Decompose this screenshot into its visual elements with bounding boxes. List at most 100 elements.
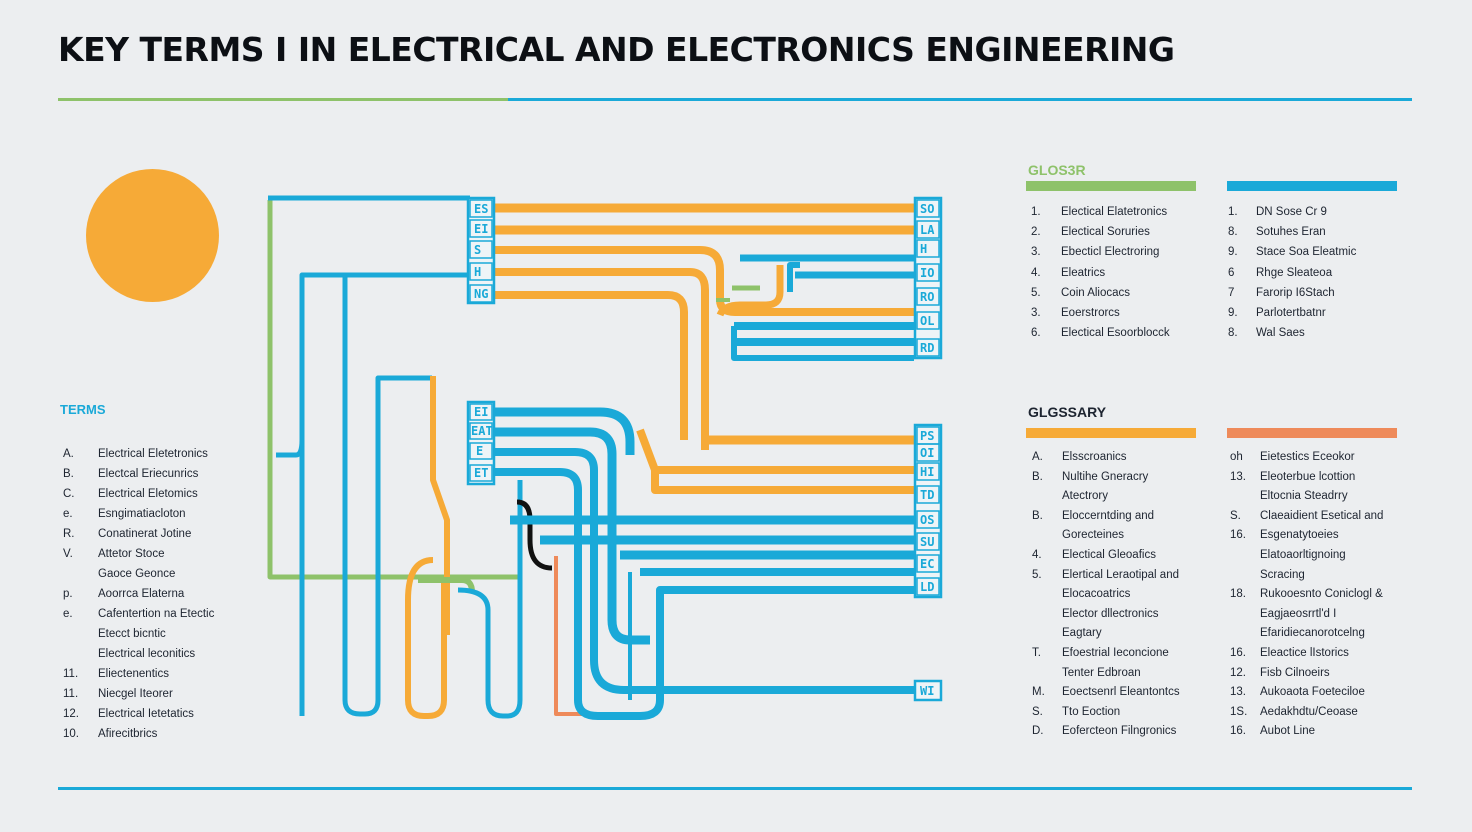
connector-label: IO xyxy=(920,266,934,280)
list-item-number: 3. xyxy=(1031,306,1041,319)
bus-orange-4 xyxy=(494,268,709,450)
list-item-text: Efaridiecanorotcelng xyxy=(1260,627,1365,640)
list-item-number: 5. xyxy=(1032,568,1042,581)
list-item-text: Eagtary xyxy=(1062,627,1102,640)
list-item-text: DN Sose Cr 9 xyxy=(1256,206,1327,218)
list-item-number: 2. xyxy=(1031,226,1041,239)
connector-label: SU xyxy=(920,535,934,549)
bus-blue-r6 xyxy=(731,326,914,361)
list-item-number: S. xyxy=(1032,705,1043,718)
connector-label: TD xyxy=(920,488,934,502)
list-item-text: Aukoaota Foeteciloe xyxy=(1260,686,1365,699)
connector-label: EAT xyxy=(471,424,493,438)
terms-heading: TERMS xyxy=(60,402,106,417)
glossary-top-bar-green xyxy=(1026,181,1196,191)
list-item-text: Farorip I6Stach xyxy=(1256,286,1335,299)
list-item-number: 12. xyxy=(1230,666,1246,679)
list-item-text: Gaoce Geonce xyxy=(98,568,176,580)
list-item-number: 8. xyxy=(1228,327,1238,340)
glossary-bottom-bar-coral xyxy=(1227,428,1397,438)
bus-orange-5 xyxy=(494,291,688,440)
list-item-text: Aedakhdtu/Ceoase xyxy=(1260,705,1358,718)
list-item-text: Elsscroanics xyxy=(1062,451,1127,463)
list-item-text: Electrical Eletomics xyxy=(98,488,198,500)
list-item-text: Eltocnia Steadrry xyxy=(1260,490,1348,503)
connector-label: S xyxy=(474,243,481,257)
list-item-number: A. xyxy=(63,448,74,460)
glossary-top-bar-blue xyxy=(1227,181,1397,191)
list-item-number: 13. xyxy=(1230,686,1246,699)
list-item-text: Ebecticl Electroring xyxy=(1061,246,1160,259)
header-rule-blue xyxy=(508,98,1412,101)
list-item-number: 11. xyxy=(63,668,79,680)
list-item-text: Gorecteines xyxy=(1062,529,1125,542)
list-item-text: Eofercteon Filngronics xyxy=(1062,725,1177,738)
list-item-number: 16. xyxy=(1230,646,1246,659)
list-item-text: Scracing xyxy=(1260,568,1305,581)
list-item-text: Esngimatiacloton xyxy=(98,508,186,520)
bus-blue-r3 xyxy=(787,262,800,292)
list-item-number: V. xyxy=(63,548,73,560)
connector-label: E xyxy=(476,444,483,458)
wire-blue-loop-c xyxy=(457,480,523,719)
connector-label: WI xyxy=(920,684,934,698)
connector-label: OS xyxy=(920,513,934,527)
list-item-text: Aoorrca Elaterna xyxy=(98,588,185,600)
list-item-number: S. xyxy=(1230,509,1241,522)
list-item-text: Rhge Sleateoa xyxy=(1256,266,1333,279)
connector-label: HI xyxy=(920,465,934,479)
bus-blue-m4 xyxy=(494,468,914,720)
sun-circle-icon xyxy=(86,169,219,302)
list-item-text: Niecgel Iteorer xyxy=(98,688,173,700)
connector-label: ES xyxy=(474,202,488,216)
connector-label: EI xyxy=(474,405,488,419)
list-item-text: Eietestics Eceokor xyxy=(1260,451,1355,463)
list-item-number: 6 xyxy=(1228,266,1235,279)
list-item-text: Parlotertbatnr xyxy=(1256,306,1326,319)
list-item-text: Electrical Ietetatics xyxy=(98,708,194,720)
list-item-number: p. xyxy=(63,588,73,600)
list-item-text: Electical Gleoafics xyxy=(1062,548,1156,561)
connector-label: OL xyxy=(920,314,934,328)
bus-orange-3 xyxy=(494,246,914,316)
list-item-text: Atectrory xyxy=(1062,490,1109,503)
list-item-number: B. xyxy=(1032,509,1043,522)
list-item-number: M. xyxy=(1032,686,1045,699)
list-item-number: 16. xyxy=(1230,529,1246,542)
connector-label: LA xyxy=(920,223,935,237)
list-item-number: 18. xyxy=(1230,588,1246,601)
connector-label: ET xyxy=(474,466,488,480)
list-item-text: Eoectsenrl Eleantontcs xyxy=(1062,686,1180,699)
list-item-number: B. xyxy=(1032,470,1043,483)
connector-label: EI xyxy=(474,222,488,236)
connector-group-bottom-right: WI xyxy=(913,679,943,702)
connector-label: LD xyxy=(920,580,934,594)
list-item-text: Eleoterbue lcottion xyxy=(1260,470,1356,483)
connector-label: H xyxy=(920,242,927,256)
list-item-text: Etecct bicntic xyxy=(98,628,166,640)
page-title: KEY TERMS I IN ELECTRICAL AND ELECTRONIC… xyxy=(58,30,1175,69)
list-item-number: T. xyxy=(1032,646,1041,659)
list-item-text: Elatoaorltignoing xyxy=(1260,548,1346,561)
list-item-text: Attetor Stoce xyxy=(98,548,165,560)
list-item-text: Tenter Edbroan xyxy=(1062,666,1141,679)
list-item-text: Stace Soa Eleatmic xyxy=(1256,246,1357,259)
list-item-number: 7 xyxy=(1228,286,1235,299)
list-item-number: 16. xyxy=(1230,725,1246,738)
list-item-text: Coin Aliocacs xyxy=(1061,286,1131,299)
list-item-text: Efoestrial Ieconcione xyxy=(1062,646,1169,659)
connector-label: EC xyxy=(920,557,934,571)
list-item-text: Cafentertion na Etectic xyxy=(98,608,215,620)
list-item-number: 3. xyxy=(1031,246,1041,259)
list-item-number: 1. xyxy=(1228,206,1238,218)
list-item-text: Electical Soruries xyxy=(1061,226,1150,239)
connector-label: H xyxy=(474,265,481,279)
list-item-text: Esgenatytoeies xyxy=(1260,529,1339,542)
wire-blue-loop-b xyxy=(342,275,432,717)
list-item-number: 12. xyxy=(63,708,79,720)
glossary-top-heading: GLOS3R xyxy=(1028,162,1086,178)
list-item-number: 10. xyxy=(63,728,79,740)
list-item-number: 13. xyxy=(1230,470,1246,483)
list-item-text: Afirecitbrics xyxy=(98,728,158,740)
